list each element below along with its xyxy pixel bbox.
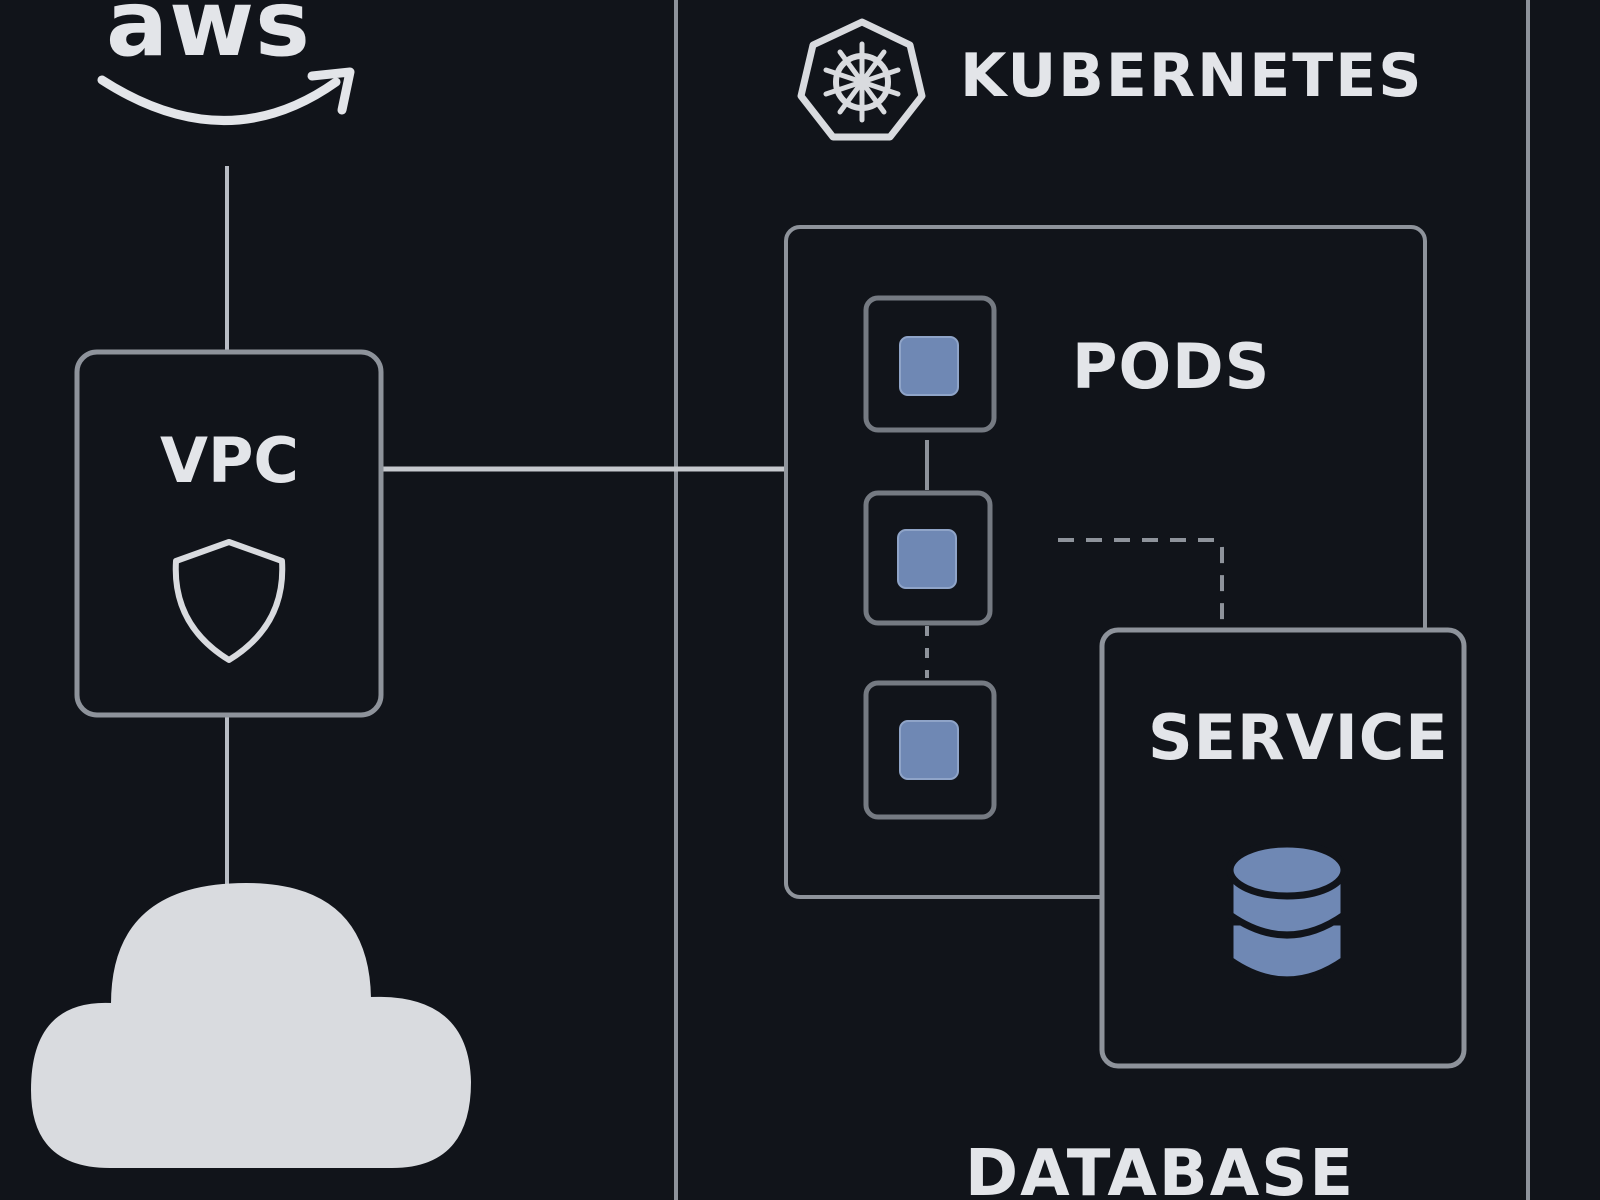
kubernetes-helm-icon bbox=[797, 18, 926, 141]
pod-to-service-connector bbox=[1058, 538, 1224, 628]
vpc-box bbox=[74, 349, 384, 718]
pod-2 bbox=[863, 490, 993, 626]
database-label: DATABASE bbox=[965, 1137, 1356, 1200]
pod-3 bbox=[863, 680, 997, 820]
kubernetes-title: KUBERNETES bbox=[960, 41, 1424, 111]
database-cylinder-icon bbox=[1226, 840, 1348, 984]
aws-smile-icon bbox=[97, 67, 355, 125]
aws-wordmark: aws bbox=[106, 0, 311, 77]
vpc-label: VPC bbox=[160, 424, 299, 497]
pods-label: PODS bbox=[1072, 330, 1271, 403]
cloud-icon bbox=[30, 882, 472, 1168]
shield-icon bbox=[172, 539, 286, 663]
pod-1 bbox=[863, 295, 997, 433]
service-label: SERVICE bbox=[1148, 701, 1449, 774]
